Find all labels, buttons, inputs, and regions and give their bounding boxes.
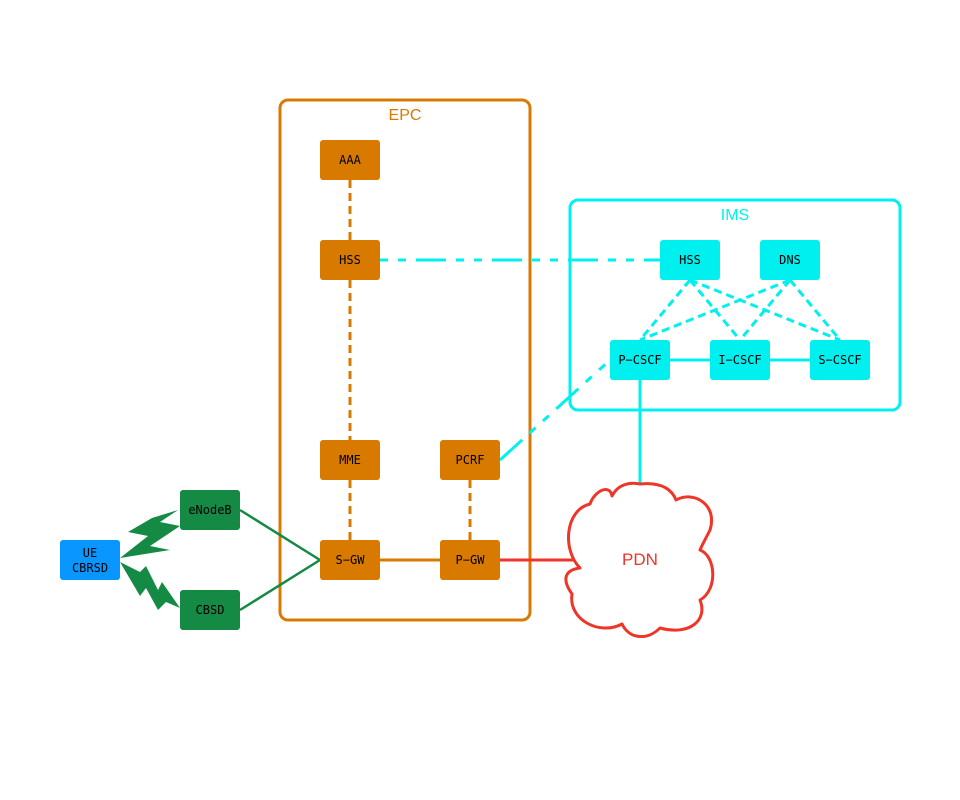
node-scscf-label: S−CSCF xyxy=(818,353,861,367)
link-enodeb-sgw xyxy=(239,508,321,562)
node-ue[interactable]: UE CBRSD xyxy=(60,540,120,580)
node-ue-label-line2: CBRSD xyxy=(72,561,108,575)
link-dns-pcscf xyxy=(639,278,791,342)
node-enodeb[interactable]: eNodeB xyxy=(180,490,240,530)
node-sgw-label: S−GW xyxy=(336,553,366,567)
link-imshss-pcscf xyxy=(638,279,692,341)
node-icscf-label: I−CSCF xyxy=(718,353,761,367)
node-aaa-label: AAA xyxy=(339,153,361,167)
node-pgw[interactable]: P−GW xyxy=(440,540,500,580)
node-ims-hss-label: HSS xyxy=(679,253,701,267)
wireless-link-ue-cbsd xyxy=(120,562,180,610)
node-dns-label: DNS xyxy=(779,253,801,267)
node-ims-hss[interactable]: HSS xyxy=(660,240,720,280)
node-icscf[interactable]: I−CSCF xyxy=(710,340,770,380)
node-cbsd-label: CBSD xyxy=(196,603,225,617)
node-dns[interactable]: DNS xyxy=(760,240,820,280)
node-epc-hss-label: HSS xyxy=(339,253,361,267)
pdn-label: PDN xyxy=(622,550,658,569)
node-pcscf-label: P−CSCF xyxy=(618,353,661,367)
node-mme[interactable]: MME xyxy=(320,440,380,480)
node-pcscf[interactable]: P−CSCF xyxy=(610,340,670,380)
wireless-link-ue-enodeb xyxy=(120,510,180,558)
node-aaa[interactable]: AAA xyxy=(320,140,380,180)
epc-group-box xyxy=(278,98,532,622)
node-epc-hss[interactable]: HSS xyxy=(320,240,380,280)
node-enodeb-label: eNodeB xyxy=(188,503,231,517)
node-pgw-label: P−GW xyxy=(456,553,486,567)
node-pcrf-label: PCRF xyxy=(456,453,485,467)
node-mme-label: MME xyxy=(339,453,361,467)
link-dns-icscf xyxy=(738,279,792,341)
pdn-cloud xyxy=(564,481,715,638)
node-ue-label-line1: UE xyxy=(83,546,97,560)
node-cbsd[interactable]: CBSD xyxy=(180,590,240,630)
node-pcrf[interactable]: PCRF xyxy=(440,440,500,480)
ims-group-box xyxy=(568,198,902,412)
ims-group-label: IMS xyxy=(721,207,749,224)
epc-group-label: EPC xyxy=(389,107,422,124)
node-sgw[interactable]: S−GW xyxy=(320,540,380,580)
link-pcrf-pcscf xyxy=(498,358,612,462)
link-cbsd-sgw xyxy=(239,558,321,612)
node-scscf[interactable]: S−CSCF xyxy=(810,340,870,380)
link-dns-scscf xyxy=(788,279,842,341)
